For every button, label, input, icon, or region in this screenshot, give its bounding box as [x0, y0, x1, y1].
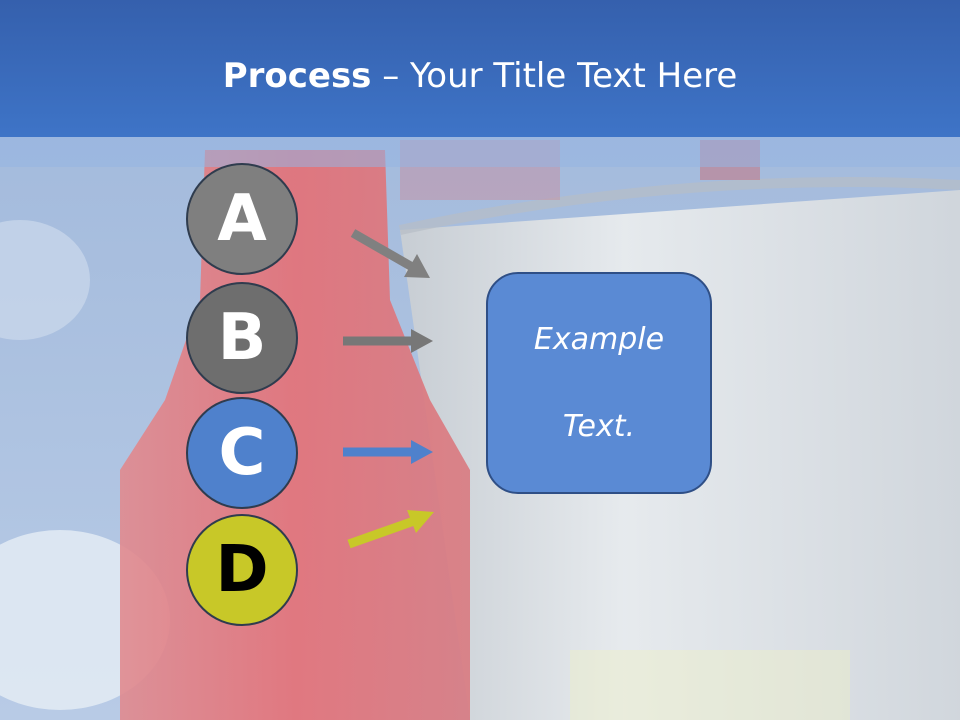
step-c-letter: C	[218, 416, 266, 490]
step-a-circle: A	[186, 163, 298, 275]
step-d-letter: D	[215, 533, 269, 607]
step-b-letter: B	[217, 301, 267, 375]
step-a-letter: A	[217, 182, 267, 256]
title-bold: Process	[222, 56, 372, 96]
step-b-circle: B	[186, 282, 298, 394]
box-line-1: Example	[533, 321, 665, 357]
step-d-circle: D	[186, 514, 298, 626]
box-line-2: Text.	[562, 408, 636, 444]
step-c-circle: C	[186, 397, 298, 509]
title-bar-band	[0, 137, 960, 167]
title-bar	[0, 0, 960, 137]
slide-title: Process – Your Title Text Here	[0, 56, 960, 96]
title-rest: – Your Title Text Here	[371, 56, 738, 96]
